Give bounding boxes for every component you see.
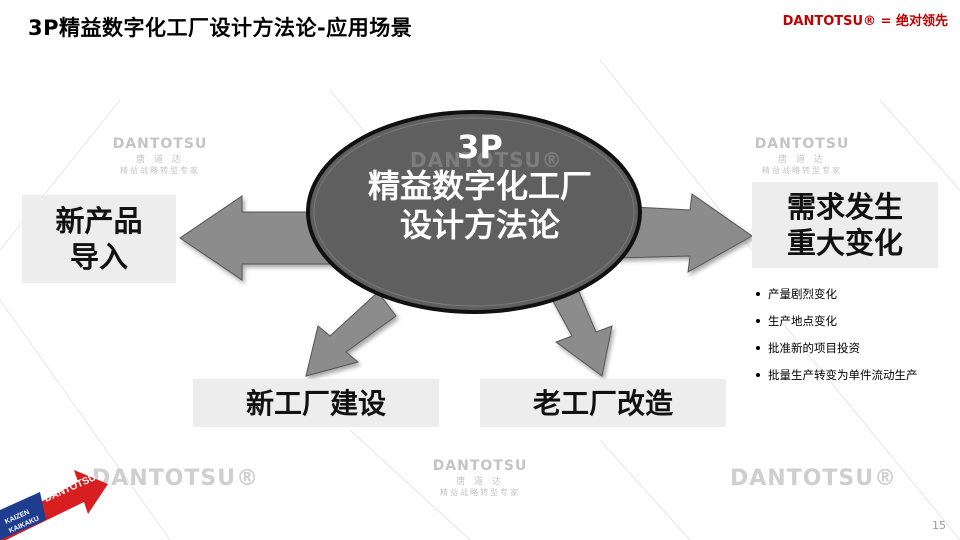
scenario-new-product: 新产品 导入 [22, 195, 176, 283]
logo-blue-band [0, 492, 46, 540]
watermark-logo-name: DANTOTSU [432, 458, 528, 474]
center-title-line1: 3P [457, 128, 503, 166]
watermark-logo-tagline: 精益战略转型专家 [440, 488, 520, 497]
center-watermark: DANTOTSU® [410, 148, 563, 172]
watermark-wordmark-right: DANTOTSU® [730, 466, 898, 491]
watermark-logo-left: DANTOTSU 唐 道 达 精益战略转型专家 [100, 136, 220, 176]
center-ellipse [306, 110, 642, 314]
scenario-new-factory: 新工厂建设 [193, 379, 439, 427]
slide-title: 3P精益数字化工厂设计方法论-应用场景 [28, 16, 413, 40]
bullet-item: 生产地点变化 [754, 313, 918, 340]
watermark-logo-sub: 唐 道 达 [456, 477, 504, 487]
arrow-left [179, 195, 339, 281]
dantotsu-logo: DANTOTSU KAIZEN KAIKAKU [0, 470, 108, 540]
watermark-logo-name: DANTOTSU [754, 136, 850, 152]
arrow-bottom-left [305, 291, 397, 377]
watermark-logo-sub: 唐 道 达 [778, 155, 826, 165]
scenario-factory-renovation: 老工厂改造 [480, 379, 726, 427]
center-title-line2: 精益数字化工厂 [367, 167, 592, 206]
scenario-demand-change-line1: 需求发生 [786, 189, 903, 224]
watermark-logo-right: DANTOTSU 唐 道 达 精益战略转型专家 [742, 136, 862, 176]
watermark-logo-name: DANTOTSU [112, 136, 208, 152]
page-number: 15 [932, 519, 946, 532]
scenario-new-product-line1: 新产品 [55, 203, 143, 238]
demand-change-bullets: 产量剧烈变化 生产地点变化 批准新的项目投资 批量生产转变为单件流动生产 [754, 286, 918, 394]
watermark-logo-tagline: 精益战略转型专家 [120, 166, 200, 175]
brand-tagline: DANTOTSU® = 绝对领先 [782, 14, 948, 29]
center-title-line3: 设计方法论 [399, 206, 560, 245]
center-title: 3P 精益数字化工厂 设计方法论 [330, 128, 630, 245]
watermark-logo-bottom: DANTOTSU 唐 道 达 精益战略转型专家 [420, 458, 540, 498]
bullet-item: 批量生产转变为单件流动生产 [754, 367, 918, 394]
scenario-demand-change: 需求发生 重大变化 [752, 182, 938, 268]
watermark-logo-sub: 唐 道 达 [136, 155, 184, 165]
watermark-wordmark-left: DANTOTSU® [92, 466, 260, 491]
arrow-right [615, 193, 753, 273]
bullet-item: 产量剧烈变化 [754, 286, 918, 313]
scenario-new-product-line2: 导入 [69, 240, 128, 274]
watermark-logo-tagline: 精益战略转型专家 [762, 166, 842, 175]
bullet-item: 批准新的项目投资 [754, 340, 918, 367]
scenario-demand-change-line2: 重大变化 [786, 226, 903, 260]
